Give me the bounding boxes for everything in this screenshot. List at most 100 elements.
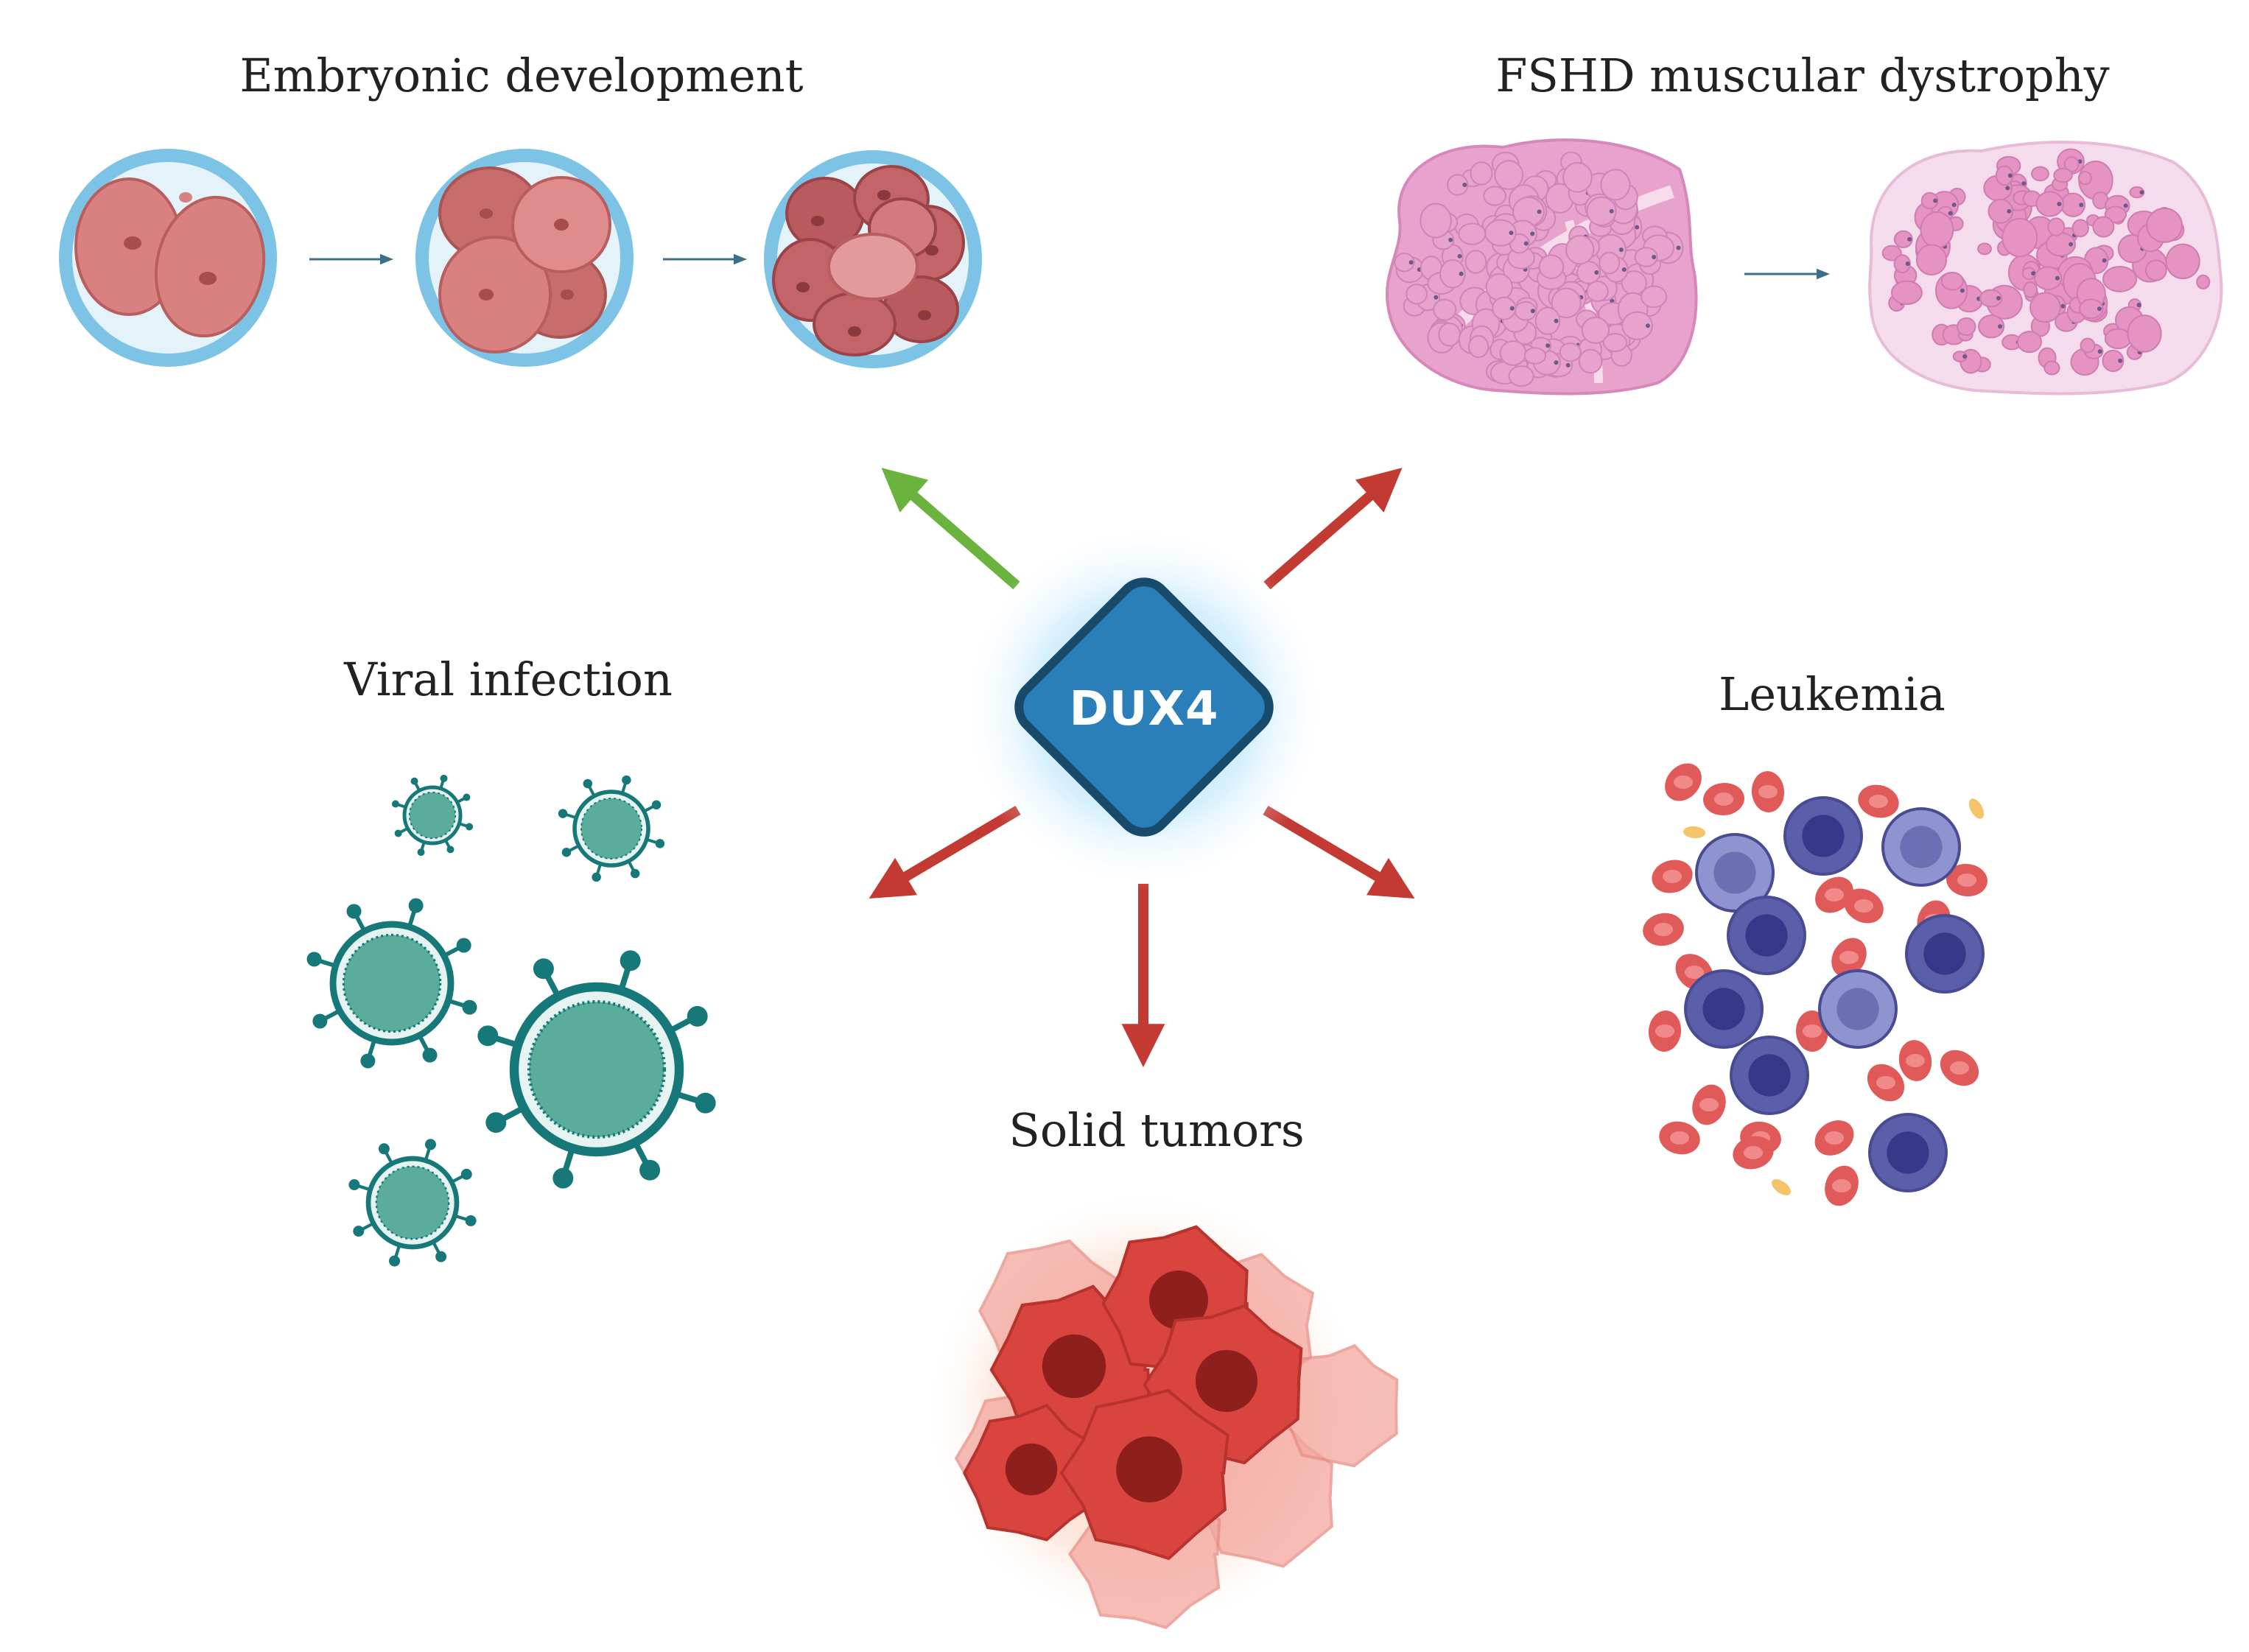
fiber-nucleus <box>1996 295 2001 300</box>
virus-spike-tip <box>630 868 640 879</box>
muscle-fiber <box>1494 160 1524 191</box>
virus-spike-tip <box>378 1143 390 1155</box>
tumor-cell-nucleus <box>1005 1443 1058 1496</box>
muscle-fiber <box>1621 311 1654 340</box>
muscle-fiber <box>1586 280 1609 303</box>
muscle-fiber <box>1464 250 1487 274</box>
muscle-fiber <box>2196 274 2211 290</box>
muscle-dystrophic <box>1868 141 2223 396</box>
virus-spike-tip <box>306 952 322 967</box>
virus-spike-tip <box>533 958 554 980</box>
red-blood-cell <box>1831 938 1867 977</box>
virus-spike-tip <box>477 1025 499 1047</box>
platelet <box>1683 826 1705 839</box>
muscle-fiber <box>1586 196 1617 226</box>
fiber-nucleus <box>1998 324 2003 329</box>
virus-spike-tip <box>687 1005 708 1027</box>
muscle-fiber <box>2053 167 2073 183</box>
muscle-fiber <box>2078 298 2104 320</box>
virus-spike-tip <box>422 1047 438 1063</box>
virus <box>558 775 665 882</box>
fiber-nucleus <box>1609 208 1614 214</box>
virus-spike-tip <box>592 872 601 882</box>
virus <box>477 950 716 1189</box>
muscle-fiber <box>1641 285 1668 309</box>
muscle-fiber <box>1578 348 1603 374</box>
embryo-stages <box>59 149 982 368</box>
embryo-morula <box>764 150 982 368</box>
virus-spike-tip <box>485 1112 507 1133</box>
healthy-fibers <box>1394 151 1684 387</box>
muscle-fiber <box>1406 284 1428 305</box>
red-blood-cell <box>1643 913 1684 946</box>
virus-spike-tip <box>651 800 662 810</box>
leukemic-blast-cell <box>1783 796 1863 876</box>
red-blood-cell <box>1946 863 1987 897</box>
fiber-nucleus <box>1530 309 1535 314</box>
label-viral-infection: Viral infection <box>344 653 673 706</box>
muscle-fiber <box>2034 266 2063 290</box>
muscle-fiber <box>1499 340 1527 366</box>
label-embryonic-development: Embryonic development <box>239 49 804 102</box>
virus-capsid <box>580 798 642 860</box>
virus-particles <box>306 774 716 1267</box>
fiber-nucleus <box>1594 270 1599 275</box>
virus <box>348 1139 477 1267</box>
virus-spike-tip <box>389 1255 401 1267</box>
virus-spike-tip <box>417 848 425 857</box>
fiber-nucleus <box>1554 318 1559 323</box>
fiber-nucleus <box>2031 271 2036 276</box>
virus-spike-tip <box>394 829 402 837</box>
virus <box>391 774 474 857</box>
muscle-fiber <box>1447 174 1469 196</box>
muscle-sections <box>1385 138 2223 396</box>
tumor-cells <box>954 1225 1399 1630</box>
red-blood-cell <box>1867 1064 1905 1102</box>
fiber-nucleus <box>1948 211 1953 216</box>
muscle-fiber <box>2127 314 2162 353</box>
muscle-fiber <box>2016 331 2043 354</box>
fiber-nucleus <box>1621 267 1627 272</box>
fiber-nucleus <box>1509 306 1515 311</box>
virus <box>306 898 477 1069</box>
muscle-fiber <box>1433 298 1457 321</box>
muscle-fiber <box>1987 198 2014 224</box>
fiber-nucleus <box>2136 303 2141 308</box>
red-blood-cell <box>1659 1121 1700 1155</box>
muscle-fiber <box>1978 314 2005 339</box>
muscle-fiber <box>1634 247 1658 267</box>
fiber-nucleus <box>1959 288 1965 293</box>
virus-spike-tip <box>391 800 399 808</box>
platelet <box>1968 798 1985 819</box>
muscle-fiber <box>2165 243 2200 280</box>
fiber-nucleus <box>1652 255 1657 260</box>
muscle-fiber <box>2001 217 2038 258</box>
red-blood-cell <box>1733 1136 1774 1170</box>
virus-spike-tip <box>465 1215 477 1226</box>
virus-spike-tip <box>446 846 455 854</box>
muscle-fiber <box>1565 234 1595 265</box>
fiber-nucleus <box>2055 275 2060 281</box>
tumor-cell-nucleus <box>1196 1350 1257 1412</box>
virus-spike-tip <box>558 809 568 818</box>
muscle-fiber <box>2104 205 2127 223</box>
muscle-fiber <box>1995 165 2014 186</box>
virus-spike-tip <box>622 775 631 785</box>
red-blood-cell <box>1814 1120 1854 1156</box>
red-blood-cell <box>1858 784 1899 818</box>
dux4-label: DUX4 <box>1069 682 1219 737</box>
muscle-fiber <box>2104 328 2132 350</box>
leukemic-blast-cell <box>1905 914 1985 994</box>
muscle-fiber <box>2043 360 2060 376</box>
fiber-nucleus <box>1462 183 1467 188</box>
fiber-nucleus <box>1523 241 1529 246</box>
fiber-nucleus <box>1509 231 1514 236</box>
muscle-fiber <box>1940 272 1964 291</box>
arrow-to-fshd <box>1263 468 1403 590</box>
muscle-fiber <box>1600 169 1631 201</box>
fiber-nucleus <box>1537 209 1542 214</box>
muscle-fiber <box>1920 211 1954 249</box>
muscle-fiber <box>1957 317 1976 337</box>
virus-spike-tip <box>456 938 471 953</box>
muscle-fiber <box>1523 347 1547 365</box>
